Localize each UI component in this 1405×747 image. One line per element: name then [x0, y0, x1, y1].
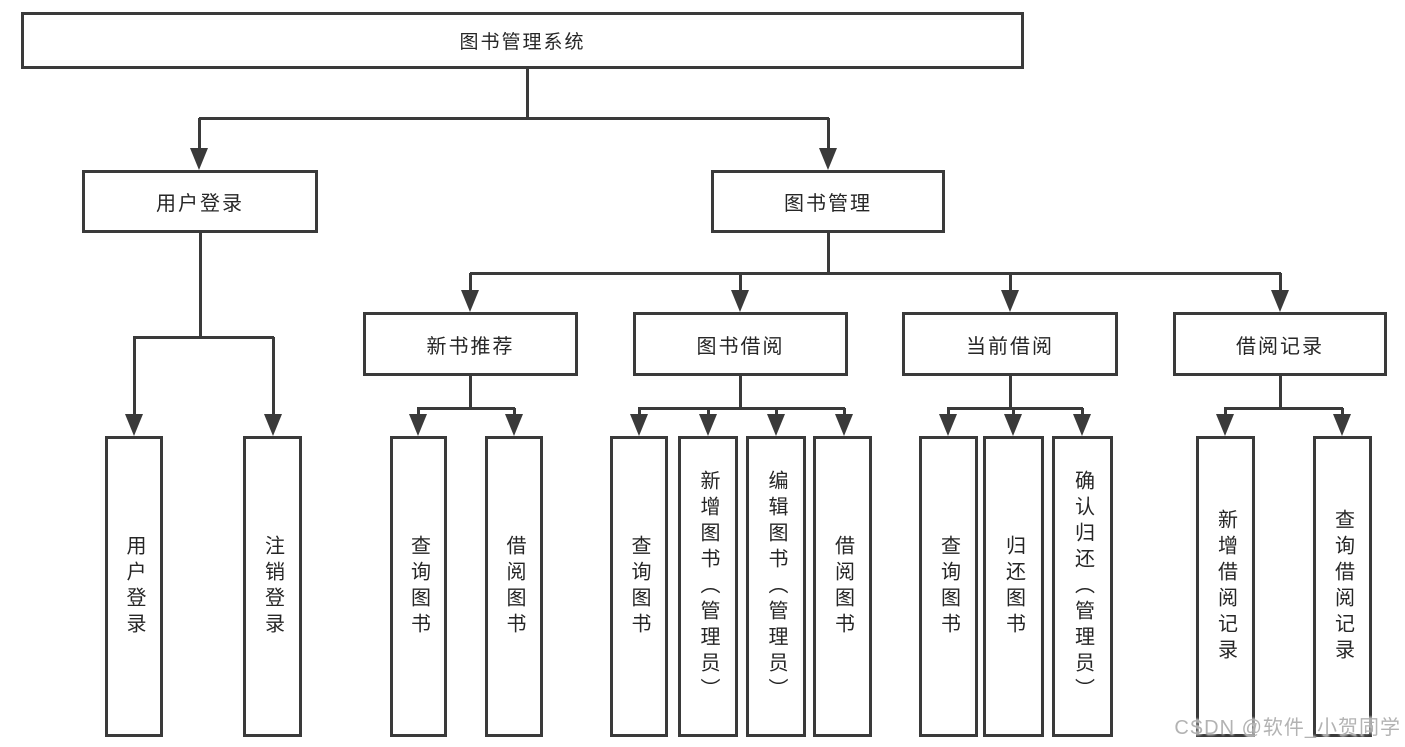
arrow-down-icon — [699, 414, 717, 436]
connector-line-vertical — [272, 337, 275, 418]
arrow-down-icon — [1004, 414, 1022, 436]
node-new-book-recommend: 新书推荐 — [363, 312, 578, 376]
arrow-down-icon — [819, 148, 837, 170]
node-current-borrow: 当前借阅 — [902, 312, 1118, 376]
arrow-down-icon — [1216, 414, 1234, 436]
leaf-query-books-borrow: 查询图书 — [610, 436, 668, 737]
connector-line-horizontal — [199, 117, 829, 120]
arrow-down-icon — [190, 148, 208, 170]
arrow-down-icon — [125, 414, 143, 436]
arrow-down-icon — [409, 414, 427, 436]
leaf-query-books-recommend: 查询图书 — [390, 436, 447, 737]
leaf-add-book-admin: 新增图书（管理员） — [678, 436, 738, 737]
arrow-down-icon — [767, 414, 785, 436]
connector-line-vertical — [526, 69, 529, 118]
connector-line-vertical — [1009, 273, 1012, 294]
node-book-borrow: 图书借阅 — [633, 312, 848, 376]
connector-line-vertical — [827, 233, 830, 273]
connector-line-vertical — [199, 233, 202, 337]
connector-line-horizontal — [417, 407, 515, 410]
connector-line-horizontal — [1224, 407, 1343, 410]
leaf-user-login: 用户登录 — [105, 436, 163, 737]
connector-line-vertical — [1279, 376, 1282, 409]
connector-line-vertical — [739, 273, 742, 294]
connector-line-vertical — [469, 376, 472, 409]
leaf-borrow-books-recommend: 借阅图书 — [485, 436, 543, 737]
leaf-return-books: 归还图书 — [983, 436, 1044, 737]
node-library-system: 图书管理系统 — [21, 12, 1024, 69]
arrow-down-icon — [939, 414, 957, 436]
arrow-down-icon — [461, 290, 479, 312]
node-borrow-records: 借阅记录 — [1173, 312, 1387, 376]
connector-line-vertical — [198, 118, 201, 152]
connector-line-horizontal — [470, 272, 1281, 275]
arrow-down-icon — [1001, 290, 1019, 312]
arrow-down-icon — [505, 414, 523, 436]
leaf-confirm-return-admin: 确认归还（管理员） — [1052, 436, 1113, 737]
connector-line-vertical — [1279, 273, 1282, 294]
leaf-edit-book-admin: 编辑图书（管理员） — [746, 436, 806, 737]
arrow-down-icon — [1333, 414, 1351, 436]
connector-line-vertical — [739, 376, 742, 409]
leaf-query-borrow-record: 查询借阅记录 — [1313, 436, 1372, 737]
connector-line-vertical — [1009, 376, 1012, 409]
node-book-management: 图书管理 — [711, 170, 945, 233]
connector-line-horizontal — [133, 336, 274, 339]
connector-line-horizontal — [638, 407, 845, 410]
connector-line-vertical — [827, 118, 830, 152]
connector-line-vertical — [469, 273, 472, 294]
arrow-down-icon — [1073, 414, 1091, 436]
leaf-borrow-books: 借阅图书 — [813, 436, 872, 737]
leaf-add-borrow-record: 新增借阅记录 — [1196, 436, 1255, 737]
arrow-down-icon — [630, 414, 648, 436]
arrow-down-icon — [1271, 290, 1289, 312]
connector-line-horizontal — [947, 407, 1083, 410]
arrow-down-icon — [731, 290, 749, 312]
leaf-logout: 注销登录 — [243, 436, 302, 737]
arrow-down-icon — [264, 414, 282, 436]
node-user-login: 用户登录 — [82, 170, 318, 233]
leaf-query-books-current: 查询图书 — [919, 436, 978, 737]
csdn-watermark: CSDN @软件_小贺同学 — [1174, 717, 1401, 739]
connector-line-vertical — [133, 337, 136, 418]
arrow-down-icon — [835, 414, 853, 436]
